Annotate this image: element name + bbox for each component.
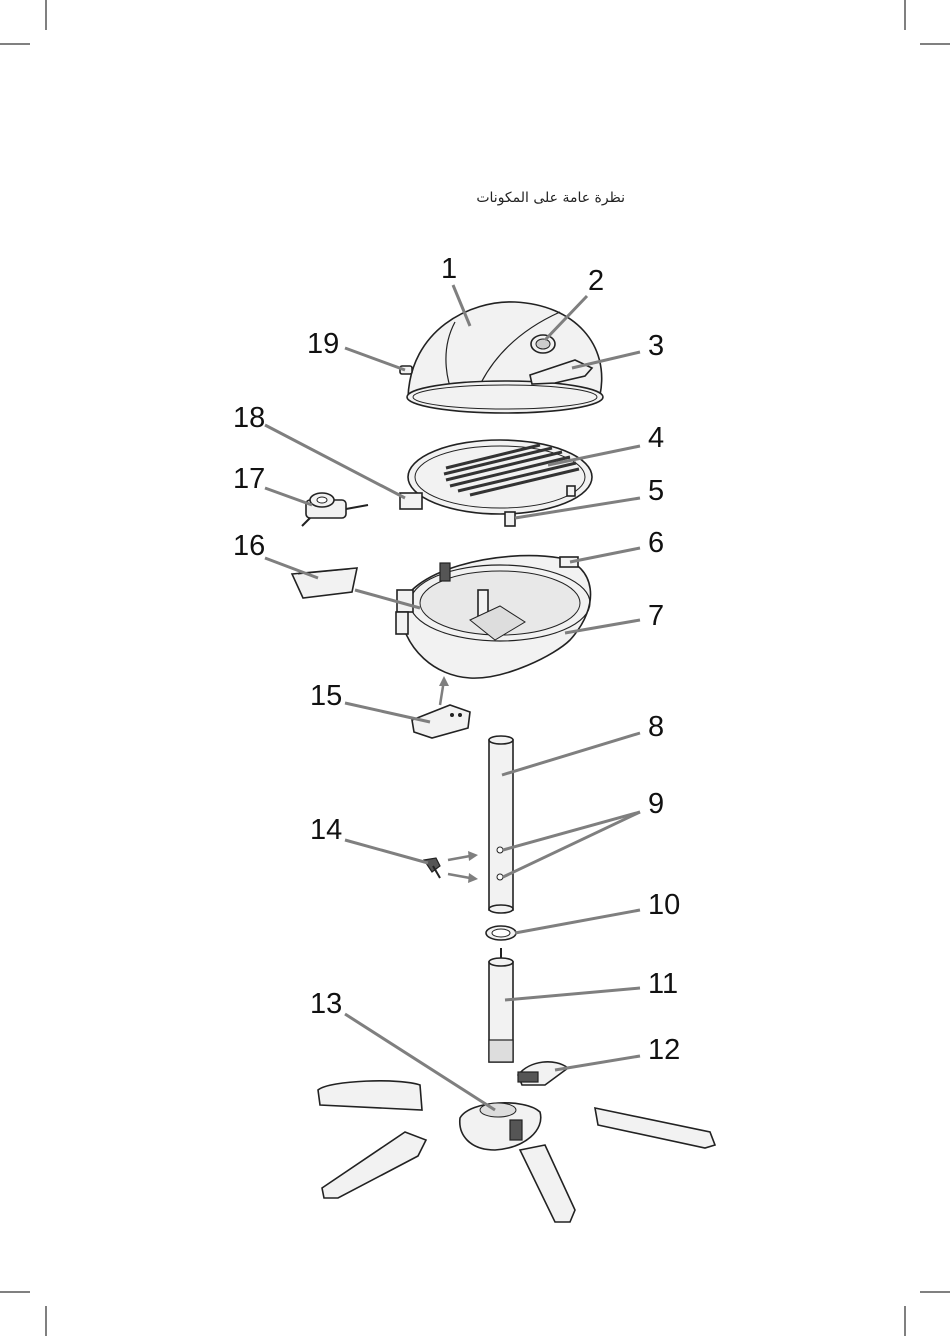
arrow-head-icon — [439, 676, 449, 686]
screw-part — [424, 851, 478, 883]
callout-19: 19 — [307, 328, 339, 360]
callout-11: 11 — [648, 968, 678, 1000]
grill-plate-part — [400, 440, 592, 526]
base-leg-right — [595, 1108, 715, 1148]
callout-12: 12 — [648, 1034, 680, 1066]
callout-1: 1 — [441, 253, 457, 285]
callout-4: 4 — [648, 422, 664, 454]
callout-5: 5 — [648, 475, 664, 507]
callout-16: 16 — [233, 530, 265, 562]
callout-2: 2 — [588, 265, 604, 297]
base-leg-left-top — [318, 1081, 422, 1110]
lower-pole-part — [489, 948, 513, 1062]
callout-17: 17 — [233, 463, 265, 495]
base-leg-front — [520, 1145, 575, 1222]
grill-bowl-part — [396, 556, 591, 679]
cable-holder-part — [412, 705, 470, 738]
vent-knob-part — [531, 335, 555, 353]
callout-15: 15 — [310, 680, 342, 712]
callout-18: 18 — [233, 402, 265, 434]
callout-3: 3 — [648, 330, 664, 362]
lid-part — [407, 302, 603, 413]
ring-part — [486, 926, 516, 940]
callout-10: 10 — [648, 889, 680, 921]
callout-14: 14 — [310, 814, 342, 846]
base-cap-part — [518, 1062, 568, 1085]
base-hub-part — [460, 1103, 541, 1150]
callout-8: 8 — [648, 711, 664, 743]
upper-pole-part — [489, 736, 513, 913]
callout-9: 9 — [648, 788, 664, 820]
base-leg-left-bottom — [322, 1132, 426, 1198]
callout-6: 6 — [648, 527, 664, 559]
thermostat-part — [302, 493, 368, 526]
callout-7: 7 — [648, 600, 664, 632]
callout-13: 13 — [310, 988, 342, 1020]
